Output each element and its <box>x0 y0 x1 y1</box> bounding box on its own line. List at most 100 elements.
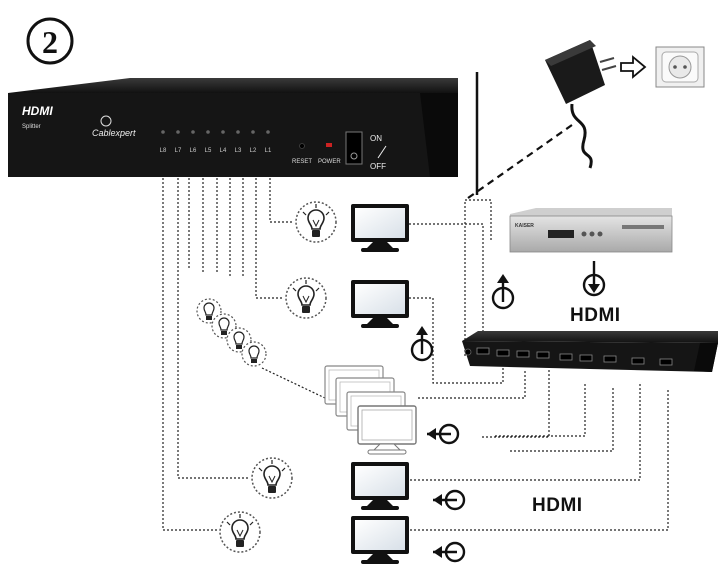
splitter-led-labels: L8 L7 L6 L5 L4 L3 L2 L1 <box>160 148 272 154</box>
wire-port5 <box>495 384 586 437</box>
step-number-badge: 2 <box>26 17 74 65</box>
wire-stb-input <box>464 199 492 356</box>
led-label-l6: L6 <box>190 148 197 154</box>
led-label-l8: L8 <box>160 148 167 154</box>
hdmi-splitter-device: HDMI Splitter Cablexpert L8 L7 L6 L5 L4 … <box>8 78 458 177</box>
led-l5 <box>206 130 210 134</box>
stb-display <box>548 230 574 238</box>
wire-bulb-group <box>261 367 326 399</box>
signal-up-arrow-icon <box>491 272 515 310</box>
hdmi-out-port-8 <box>659 358 673 366</box>
splitter-led-row <box>161 130 270 134</box>
switch-slash <box>377 145 387 159</box>
reset-label: RESET <box>292 159 312 165</box>
power-switch-dot <box>350 152 358 160</box>
led-l2 <box>251 130 255 134</box>
hdmi-out-port-6 <box>603 355 617 363</box>
led-label-l5: L5 <box>205 148 212 154</box>
adapter-prong-1 <box>599 57 615 63</box>
led-l4 <box>221 130 225 134</box>
hdmi-out-port-3 <box>536 351 550 359</box>
dc-in-port <box>464 348 472 356</box>
splitter-logo: HDMI <box>22 104 53 118</box>
led-l7 <box>176 130 180 134</box>
splitter-front-face <box>8 93 458 177</box>
power-switch[interactable] <box>345 131 363 165</box>
splitter-outputs-wires <box>162 158 669 531</box>
power-wires <box>467 72 573 199</box>
splitter-top-face <box>8 78 458 93</box>
monitor-icon <box>351 516 409 564</box>
lightbulb-icon <box>251 457 293 499</box>
led-label-l7: L7 <box>175 148 182 154</box>
switch-off-label: OFF <box>370 162 386 171</box>
adapter-cord <box>570 103 593 169</box>
splitter8-top <box>462 331 718 343</box>
hdmi-in-port <box>476 347 490 355</box>
led-label-l4: L4 <box>220 148 227 154</box>
wire-monitor2-input <box>409 297 504 384</box>
lightbulb-icon <box>219 511 261 553</box>
signal-in-arrow-icon <box>431 489 466 511</box>
brand-logo-icon <box>100 115 112 127</box>
hdmi-out-port-2 <box>516 350 530 358</box>
power-label: POWER <box>318 159 341 165</box>
splitter-side-face <box>420 93 458 177</box>
stb-brand: KAISER <box>515 223 534 229</box>
monitor-icon <box>351 280 409 328</box>
wire-port4 <box>482 370 550 438</box>
signal-in-arrow-icon <box>425 423 460 445</box>
led-l6 <box>191 130 195 134</box>
stb-top <box>510 208 672 216</box>
wire-l7-drop <box>177 158 248 479</box>
led-label-l3: L3 <box>235 148 242 154</box>
hdmi-label-bottom: HDMI <box>532 495 583 516</box>
switch-on-label: ON <box>370 134 382 143</box>
lightbulb-icon <box>241 341 267 367</box>
hdmi-out-port-5 <box>579 354 593 362</box>
step-number: 2 <box>42 24 58 60</box>
power-led <box>326 143 332 147</box>
splitter-brand: Cablexpert <box>92 128 136 138</box>
wire-port8 <box>410 390 669 531</box>
stb-button-3 <box>597 231 603 237</box>
signal-up-arrow-icon <box>410 324 434 362</box>
splitter-subtitle: Splitter <box>22 124 41 130</box>
wire-l1 <box>269 158 294 223</box>
lightbulb-group <box>196 298 267 367</box>
wire-port3 <box>418 370 526 399</box>
hdmi-splitter-1x8 <box>462 331 718 372</box>
power-adapter-icon <box>545 40 617 169</box>
hdmi-label-top: HDMI <box>570 305 621 326</box>
hdmi-out-port-1 <box>496 349 510 357</box>
lightbulb-icon <box>295 201 337 243</box>
splitter8-side <box>694 343 718 372</box>
wire-l8 <box>162 158 218 531</box>
monitor-stack <box>324 365 417 455</box>
lightbulb-icon <box>285 277 327 319</box>
hdmi-out-port-4 <box>559 353 573 361</box>
monitor-icon <box>357 405 417 455</box>
led-l1 <box>266 130 270 134</box>
led-l3 <box>236 130 240 134</box>
wire-l2 <box>255 158 284 299</box>
wall-socket-icon <box>655 46 705 88</box>
arrow-right-icon <box>620 55 647 79</box>
adapter-prong-2 <box>601 65 617 71</box>
adapter-top <box>545 40 596 66</box>
hdmi-out-port-7 <box>631 357 645 365</box>
led-label-l2: L2 <box>250 148 257 154</box>
power-cable <box>467 124 573 199</box>
set-top-box-icon: KAISER <box>509 208 673 253</box>
led-label-l1: L1 <box>265 148 272 154</box>
wire-port7 <box>410 384 641 481</box>
wire-monitor1-input <box>409 223 484 348</box>
signal-in-arrow-icon <box>431 541 466 563</box>
reset-button[interactable] <box>299 143 305 149</box>
stb-button-1 <box>581 231 587 237</box>
monitor-icon <box>351 462 409 510</box>
stb-slot <box>622 225 664 229</box>
signal-down-arrow-icon <box>582 261 606 297</box>
circled-number-icon <box>26 17 74 65</box>
